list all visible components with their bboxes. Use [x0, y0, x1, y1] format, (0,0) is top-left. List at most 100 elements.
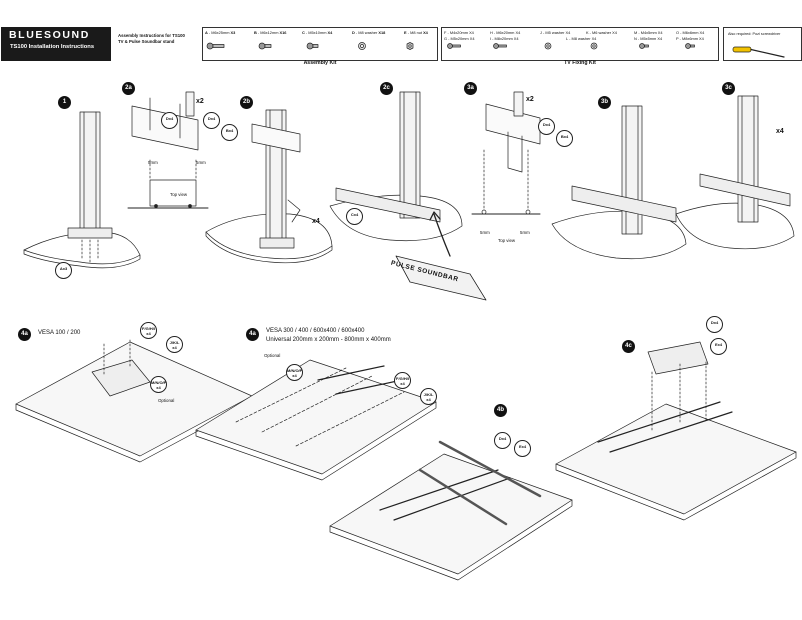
part-a-desc: M6x25mm — [211, 30, 230, 35]
callout-bx4-2a: Bx4 — [221, 124, 238, 141]
callout-jkl-4a-small: J/K/L x4 — [166, 336, 183, 353]
vesa-small-title: VESA 100 / 200 — [38, 330, 81, 336]
bracket-step-2a — [127, 91, 209, 209]
step-4c-badge: 4c — [622, 340, 635, 353]
instructions-line-1: Assembly Instructions for TS100 — [118, 33, 185, 38]
step-1-badge: 1 — [58, 96, 71, 109]
stand-step-2c — [329, 91, 487, 301]
dim-5mm-2a-right: 5mm — [196, 160, 206, 165]
part-d-code: D — [352, 30, 355, 35]
callout-bx4-3a: Bx4 — [556, 130, 573, 147]
part-b: B - M6x12mm X16 — [254, 30, 287, 35]
tv-fixing-kit-title: TV Fixing Kit — [564, 60, 596, 66]
part-e-code: E — [404, 30, 407, 35]
part-d-qty: X18 — [378, 30, 386, 35]
optional-label-4a-large: Optional — [264, 353, 281, 358]
part-a-qty: X3 — [230, 30, 236, 35]
part-a: A - M6x25mm X3 — [205, 30, 236, 35]
screw-icon — [493, 43, 507, 49]
qty-x4-2b: x4 — [312, 218, 320, 225]
assembly-kit-title: Assembly Kit — [303, 60, 337, 66]
washer-icon — [544, 42, 552, 50]
stand-step-3b — [551, 105, 687, 260]
screw-icon — [258, 42, 272, 50]
step-2b-badge: 2b — [240, 96, 253, 109]
step-3c-badge: 3c — [722, 82, 735, 95]
fix-part-p: P - M8x6mm X4 — [676, 36, 704, 41]
fix-part-j: J - M5 washer X4 — [540, 30, 571, 35]
washer-icon — [590, 42, 598, 50]
callout-dx4-4c: Dx4 — [706, 316, 723, 333]
topview-3a: Top view — [498, 238, 516, 243]
step-4a-badge-1: 4a — [18, 328, 31, 341]
stand-step-3c — [675, 95, 795, 250]
qty-x2-2a: x2 — [196, 98, 204, 105]
topview-2a: Top view — [170, 192, 188, 197]
callout-mnop-4a-small: M/N/O/P x4 — [150, 376, 167, 393]
dim-5mm-3a-left: 5mm — [480, 230, 490, 235]
vesa-large-title-2: Universal 200mm x 200mm - 800mm x 400mm — [266, 337, 391, 343]
step-2c-badge: 2c — [380, 82, 393, 95]
part-c-code: C — [302, 30, 305, 35]
fix-part-f: F - M4x20mm X4 — [444, 30, 474, 35]
part-c-desc: M5x10mm — [308, 30, 327, 35]
part-c-qty: X4 — [327, 30, 333, 35]
nut-icon — [406, 42, 414, 50]
callout-dx4-2a: Dx4 — [203, 112, 220, 129]
dim-5mm-3a-right: 5mm — [520, 230, 530, 235]
screwdriver-icon — [732, 46, 785, 58]
brand-block: BLUESOUND TS100 Installation Instruction… — [1, 27, 111, 61]
screw-icon — [685, 43, 695, 49]
tools-text: Also required: Pozi screwdriver — [728, 32, 781, 36]
assembly-kit-box — [202, 27, 438, 61]
tv-back-large-vesa — [195, 359, 437, 481]
fix-part-k: K - M6 washer X4 — [586, 30, 617, 35]
fix-part-o: O - M6x6mm X4 — [676, 30, 705, 35]
fix-part-l: L - M8 washer X4 — [566, 36, 597, 41]
dim-5mm-2a-left: 5mm — [148, 160, 158, 165]
callout-fghi-4a-large: F/G/H/I x4 — [394, 372, 411, 389]
stand-step-2b — [205, 109, 333, 264]
screw-icon — [447, 43, 461, 49]
callout-fghi-4a-small: F/G/H/I x4 — [140, 322, 157, 339]
tv-back-small-vesa — [15, 339, 253, 463]
fix-part-i: I - M8x20mm X4 — [490, 36, 519, 41]
part-b-code: B — [254, 30, 257, 35]
step-3a-badge: 3a — [464, 82, 477, 95]
screw-icon — [639, 43, 649, 49]
part-b-qty: X16 — [279, 30, 287, 35]
header: BLUESOUND TS100 Installation Instruction… — [0, 0, 802, 66]
washer-icon — [358, 42, 366, 50]
fix-part-n: N - M5x5mm X4 — [634, 36, 663, 41]
qty-x2-3a: x2 — [526, 96, 534, 103]
tv-step-4b — [329, 440, 573, 581]
callout-ex4-4c: Ex4 — [710, 338, 727, 355]
callout-dx4-2a-b: Dx4 — [161, 112, 178, 129]
step-4b-badge: 4b — [494, 404, 507, 417]
callout-ex4-4b: Ex4 — [514, 440, 531, 457]
fix-part-g: G - M5x20mm X4 — [444, 36, 475, 41]
part-e-desc: M8 nut — [410, 30, 422, 35]
instructions-line-2: TV & Pulse Soundbar stand — [118, 39, 175, 44]
callout-mnop-4a-large: M/N/O/P x4 — [286, 364, 303, 381]
vesa-large-title-1: VESA 300 / 400 / 600x400 / 600x400 — [266, 328, 365, 334]
part-c: C - M5x10mm X4 — [302, 30, 333, 35]
brand-logo: BLUESOUND — [9, 29, 90, 41]
part-e: E - M8 nut X4 — [404, 30, 428, 35]
screw-icon — [306, 42, 319, 50]
screw-icon — [206, 42, 225, 50]
callout-cx4: Cx4 — [346, 208, 363, 225]
optional-label-4a-small: Optional — [158, 398, 175, 403]
fix-part-m: M - M4x5mm X4 — [634, 30, 663, 35]
callout-dx4-3a: Dx4 — [538, 118, 555, 135]
part-d-desc: M8 washer — [358, 30, 378, 35]
part-e-qty: X4 — [423, 30, 428, 35]
stand-step-1 — [23, 111, 141, 269]
step-4a-badge-2: 4a — [246, 328, 259, 341]
model-title: TS100 Installation Instructions — [10, 44, 95, 50]
tv-step-4c — [555, 341, 797, 521]
callout-jkl-4a-large: J/K/L x4 — [420, 388, 437, 405]
step-3b-badge: 3b — [598, 96, 611, 109]
instructions-title: Assembly Instructions for TS100 TV & Pul… — [118, 33, 198, 45]
